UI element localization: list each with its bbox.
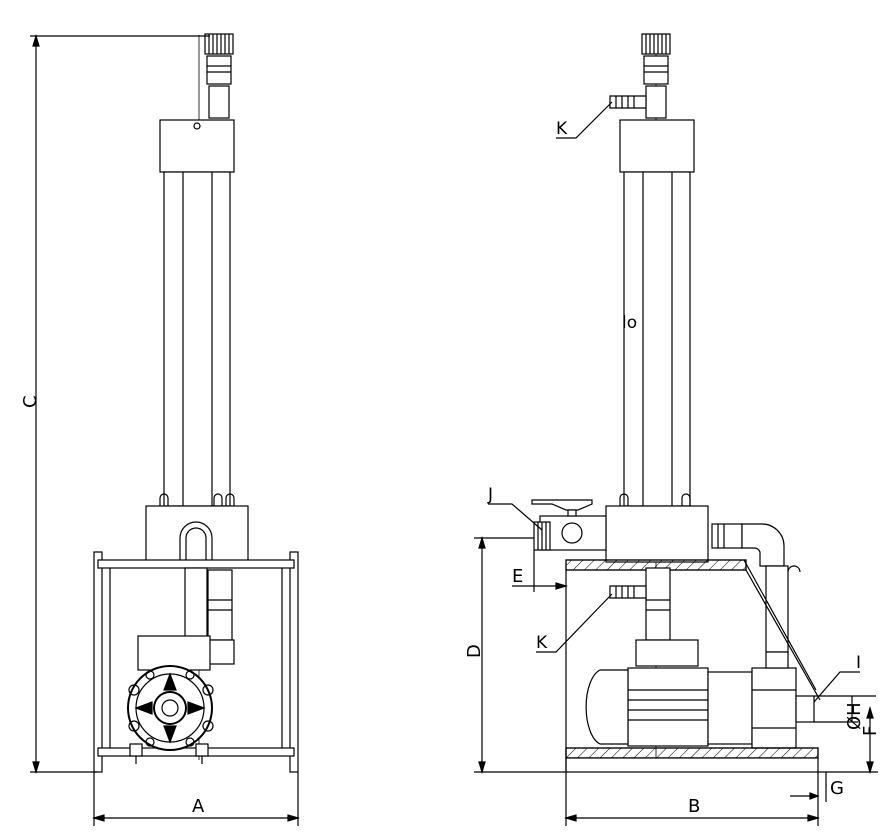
pump-head bbox=[751, 667, 797, 749]
side-view bbox=[474, 33, 878, 826]
motor-top bbox=[635, 639, 699, 667]
column-head bbox=[159, 119, 235, 173]
side-column-tube bbox=[623, 171, 691, 507]
motor-fan-cover bbox=[585, 669, 629, 745]
column-tube bbox=[163, 171, 231, 507]
dim-e-label: E bbox=[512, 566, 523, 587]
side-column-head bbox=[619, 119, 695, 173]
frame-right-post bbox=[289, 551, 299, 773]
dim-c-label: C bbox=[20, 395, 41, 408]
callout-j-label: J bbox=[487, 485, 493, 505]
dim-a-label: A bbox=[192, 796, 205, 817]
callout-k-top-leader bbox=[556, 101, 613, 139]
ball-valve-handle bbox=[531, 499, 593, 511]
ball-valve-body bbox=[539, 515, 607, 551]
dim-h-label: ØH bbox=[844, 702, 865, 730]
column-text: lo bbox=[622, 313, 637, 333]
top-valve-knob bbox=[204, 33, 234, 55]
pump-wheel bbox=[127, 665, 213, 751]
side-base-block bbox=[605, 505, 709, 563]
base-block bbox=[145, 505, 249, 563]
side-top-valve-knob bbox=[641, 33, 671, 55]
callout-i-leader bbox=[813, 671, 860, 703]
dim-b-label: B bbox=[688, 796, 700, 817]
dim-g-label: G bbox=[830, 778, 844, 799]
dim-d-label: D bbox=[464, 644, 485, 658]
callout-k-top-label: K bbox=[556, 119, 568, 139]
bottom-tray bbox=[565, 747, 819, 759]
frame-left-post bbox=[93, 551, 103, 773]
callout-k-mid-leader bbox=[536, 593, 613, 653]
front-view bbox=[30, 33, 301, 826]
motor-housing bbox=[137, 635, 211, 671]
callout-k-mid-label: K bbox=[536, 633, 548, 653]
motor-body bbox=[627, 667, 709, 747]
dim-f-label: F bbox=[860, 726, 881, 736]
callout-i-label: I bbox=[856, 653, 861, 673]
callout-j-leader bbox=[488, 503, 543, 531]
